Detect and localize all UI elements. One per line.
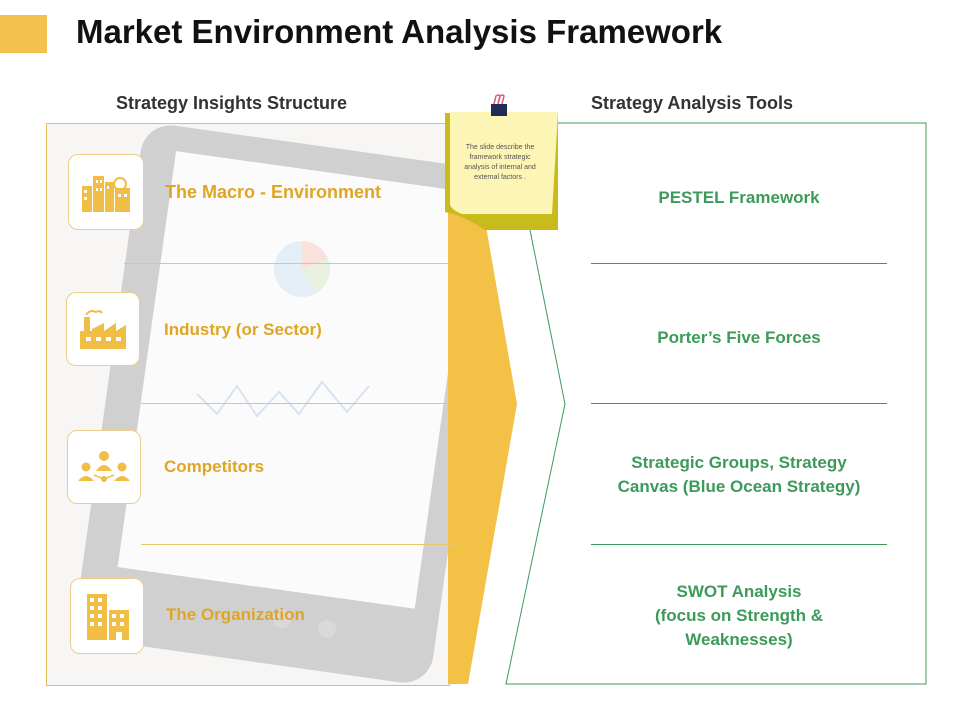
tool-line: Canvas (Blue Ocean Strategy) [617, 477, 861, 496]
right-divider-3 [591, 544, 887, 545]
left-divider-3 [141, 544, 457, 545]
tool-item-swot-analysis: SWOT Analysis (focus on Strength & Weakn… [591, 580, 887, 652]
binder-clip-icon [491, 94, 507, 116]
title-accent-bar [0, 15, 47, 53]
competitors-icon-box [67, 430, 141, 504]
tool-item-pestel: PESTEL Framework [591, 186, 887, 210]
factory-icon [80, 310, 126, 349]
office-building-icon [87, 594, 129, 640]
left-column-heading: Strategy Insights Structure [116, 93, 348, 113]
organization-label: The Organization [166, 605, 305, 624]
right-divider-2 [591, 403, 887, 404]
tool-line: Porter’s Five Forces [657, 328, 821, 347]
tool-line: (focus on Strength & [654, 606, 824, 625]
left-divider-2 [141, 403, 457, 404]
sticky-note-text: The slide describe the framework strateg… [464, 144, 536, 181]
industry-icon-box [66, 292, 140, 366]
tool-line: PESTEL Framework [658, 188, 820, 207]
tool-line: SWOT Analysis [676, 582, 802, 601]
page-title: Market Environment Analysis Framework [76, 13, 723, 50]
competitors-label: Competitors [164, 457, 265, 476]
city-buildings-icon [82, 176, 130, 212]
tool-item-strategic-groups: Strategic Groups, Strategy Canvas (Blue … [591, 451, 887, 499]
macro-environment-label: The Macro - Environment [165, 182, 382, 202]
industry-label: Industry (or Sector) [164, 320, 322, 339]
green-chevron-outline [505, 122, 927, 685]
macro-environment-icon-box [68, 154, 144, 230]
gold-chevron [448, 123, 517, 684]
left-divider-1 [124, 263, 454, 264]
tool-item-porters-five-forces: Porter’s Five Forces [591, 326, 887, 350]
right-divider-1 [591, 263, 887, 264]
organization-icon-box [70, 578, 144, 654]
tool-line: Weaknesses) [685, 630, 793, 649]
tool-line: Strategic Groups, Strategy [631, 453, 847, 472]
people-network-icon [78, 451, 130, 482]
right-column-heading: Strategy Analysis Tools [591, 93, 794, 113]
